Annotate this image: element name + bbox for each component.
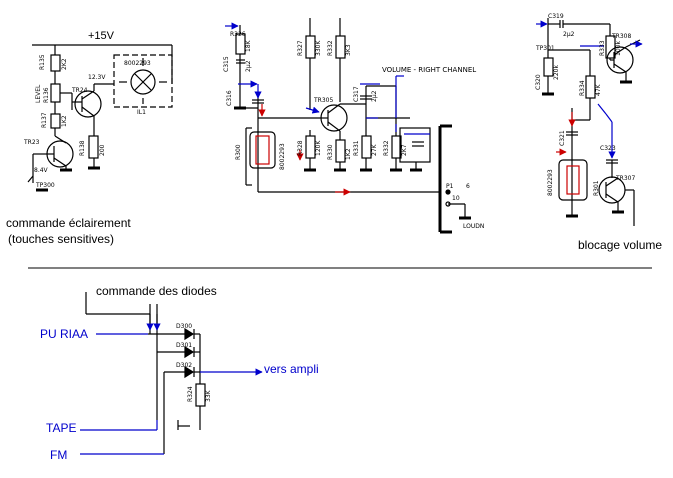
lamp-control-circuit: [27, 44, 173, 192]
p1-label: P1: [446, 183, 454, 190]
fm-label: FM: [50, 448, 67, 462]
r326-value: 18K: [245, 39, 252, 52]
volume-labels: R326 18K C315 2μ2 C316 R300 8002293 R327…: [223, 31, 484, 230]
supply-label: +15V: [88, 30, 115, 42]
d300-label: D300: [176, 323, 192, 330]
r332a-label: R332: [327, 40, 334, 56]
c319-value: 2μ2: [563, 31, 575, 38]
p1-pin10: 10: [452, 195, 460, 202]
r137-value: 1K2: [61, 115, 68, 127]
d301-label: D301: [176, 342, 192, 349]
c321-label: C321: [559, 130, 566, 146]
r301-label: R301: [593, 180, 600, 196]
r334-label: R334: [579, 80, 586, 96]
commande-eclairement-label: commande éclairement: [6, 216, 131, 230]
tr305-label: TR305: [313, 97, 333, 104]
r300-label: R300: [235, 144, 242, 160]
c315-label: C315: [223, 56, 230, 72]
volume-lock-labels: C319 2μ2 TP301 TR308 C320 220k R333 100k…: [535, 13, 662, 252]
tr308-label: TR308: [611, 33, 631, 40]
c315-value: 2μ2: [245, 60, 252, 72]
r324-value: 33K: [205, 389, 212, 402]
r327-value: 330K: [315, 40, 322, 56]
r137-label: R137: [41, 112, 48, 128]
r332a-value: 3K3: [345, 44, 352, 56]
r326-label: R326: [230, 31, 246, 38]
r135-label: R135: [39, 54, 46, 70]
v123-label: 12.3V: [88, 74, 106, 81]
tp301-label: TP301: [535, 45, 555, 52]
volume-lock-circuit: [536, 18, 643, 226]
loudn-label: LOUDN: [463, 223, 484, 230]
c317-label: C317: [353, 86, 360, 102]
diode-switching-labels: commande des diodes PU RIAA vers ampli T…: [40, 284, 319, 462]
lamp-control-labels: +15V R135 2K2 LEVEL R136 R137 1K2 TR24 1…: [6, 30, 151, 246]
d302-label: D302: [176, 362, 192, 369]
tr307-label: TR307: [615, 175, 635, 182]
r333-label: R333: [599, 40, 606, 56]
r332-value: 2K7: [401, 144, 408, 156]
tape-label: TAPE: [46, 421, 76, 435]
pu-riaa-label: PU RIAA: [40, 327, 88, 341]
blocage-volume-label: blocage volume: [578, 238, 662, 252]
volume-right-channel-label: VOLUME - RIGHT CHANNEL: [382, 66, 476, 74]
r136-label: R136: [43, 87, 50, 103]
r333-value: 100k: [615, 41, 622, 56]
r330-value: 1K2: [345, 148, 352, 160]
bulb3-label: 8002293: [547, 169, 554, 196]
c317-value: 2μ2: [371, 90, 378, 102]
vers-ampli-label: vers ampli: [264, 362, 319, 376]
r331-value: 27K: [371, 143, 378, 156]
diode-switching-circuit: [80, 292, 263, 455]
c323-label: C323: [600, 145, 616, 152]
r327-label: R327: [297, 40, 304, 56]
tr23-label: TR23: [23, 139, 40, 146]
volume-circuit: [225, 18, 471, 234]
r135-value: 2K2: [61, 58, 68, 70]
commande-diodes-label: commande des diodes: [96, 284, 217, 298]
tr24-label: TR24: [71, 87, 88, 94]
r334-value: 47K: [595, 83, 602, 96]
v84-label: 8.4V: [34, 167, 49, 174]
p1-pin6: 6: [466, 183, 470, 190]
level-label: LEVEL: [35, 84, 42, 103]
r331-label: R331: [353, 140, 360, 156]
tp300-label: TP300: [35, 182, 55, 189]
r138-label: R138: [79, 140, 86, 156]
c320-label: C320: [535, 74, 542, 90]
touches-sensitives-label: (touches sensitives): [8, 232, 114, 246]
c319-label: C319: [548, 13, 564, 20]
r328-label: R328: [297, 140, 304, 156]
r332-label: R332: [383, 140, 390, 156]
r324-label: R324: [187, 386, 194, 402]
c316-label: C316: [226, 90, 233, 106]
r330-label: R330: [327, 144, 334, 160]
r328-value: 120K: [315, 140, 322, 156]
il1-label: IL1: [137, 109, 146, 116]
bulb-label: 8002293: [124, 60, 151, 67]
c320-value: 220k: [553, 65, 560, 80]
r138-value: 200: [99, 144, 106, 156]
bulb2-label: 8002293: [279, 143, 286, 170]
